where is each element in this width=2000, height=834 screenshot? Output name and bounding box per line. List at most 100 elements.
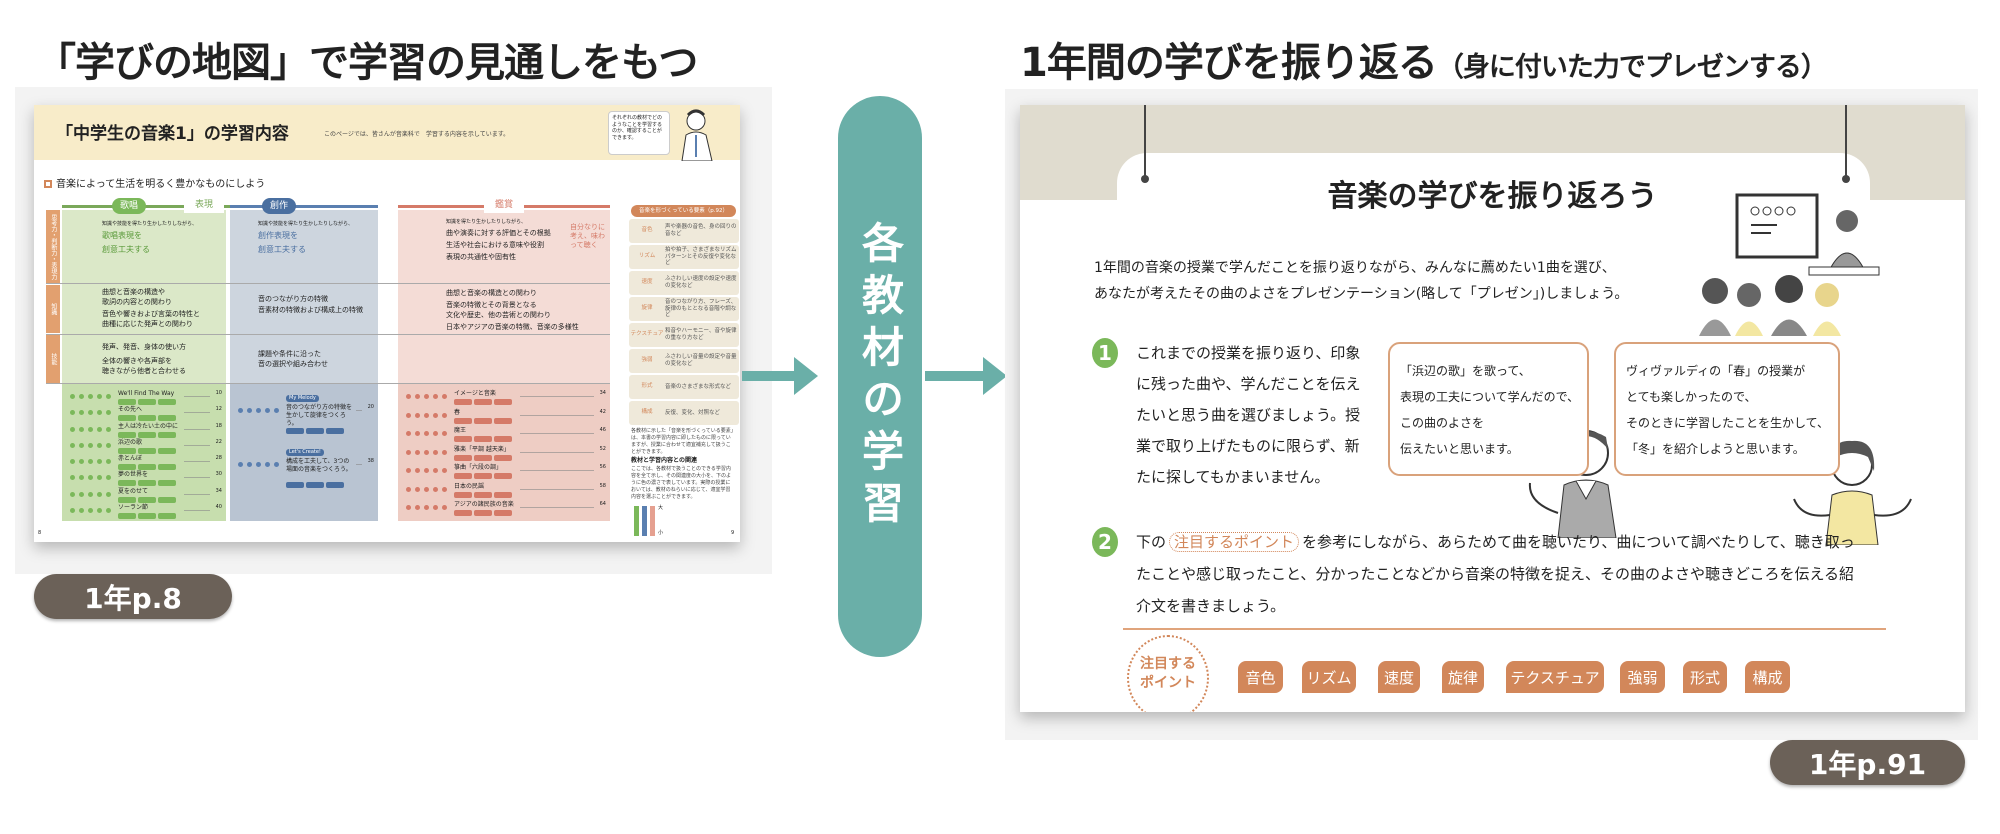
side-note2: ここでは、各教材で扱うことのできる学習内容を全て示し、その関連度の大小を、下のよ… bbox=[631, 466, 732, 500]
material-page: 20 bbox=[367, 404, 374, 410]
relevance-dot bbox=[433, 486, 438, 492]
page-heading: 音楽の学びを振り返ろう bbox=[1327, 179, 1658, 214]
element-tags bbox=[118, 480, 178, 489]
thumb-title: 「中学生の音楽1」の学習内容 bbox=[56, 124, 289, 144]
kasho-text: 知識や技能を得たり生かしたりしながら、 bbox=[102, 221, 198, 227]
leader-line bbox=[520, 396, 594, 397]
material-item: Let's Create!構成を工夫して、3つの場面の音楽をつくろう。38 bbox=[230, 449, 378, 488]
relevance-dot bbox=[97, 475, 102, 481]
relevance-dot bbox=[97, 410, 102, 416]
relevance-dot bbox=[79, 459, 84, 464]
header-kasho: 歌唱 bbox=[112, 198, 146, 214]
relevance-dot bbox=[424, 449, 429, 455]
relevance-dot bbox=[97, 491, 102, 497]
kansho-text: 知識を得たり生かしたりしながら、 bbox=[446, 219, 527, 225]
legend-blue bbox=[642, 506, 647, 536]
material-tag: Let's Create! bbox=[286, 449, 324, 456]
relevance-dot bbox=[79, 410, 84, 416]
right-heading-sub: （身に付いた力でプレゼンする） bbox=[1436, 52, 1828, 83]
sosaku-text: 課題や条件に沿った bbox=[258, 350, 321, 358]
element-tag bbox=[118, 496, 136, 503]
leader-line bbox=[184, 396, 210, 397]
element-tag bbox=[494, 510, 512, 517]
leader-line bbox=[356, 410, 362, 411]
hanging-pin-icon bbox=[1141, 175, 1149, 183]
material-item: 雅楽「平調 越天楽」52 bbox=[398, 446, 610, 466]
element-tag bbox=[494, 473, 512, 480]
element-row: テクスチュア和音やハーモニー、音や旋律の重なり方など bbox=[629, 323, 739, 347]
band-divider bbox=[46, 383, 610, 384]
relevance-dot bbox=[106, 410, 111, 416]
relevance-dot bbox=[424, 468, 429, 474]
element-tag bbox=[474, 436, 492, 443]
relevance-dot bbox=[256, 462, 261, 467]
relevance-dot bbox=[97, 459, 102, 464]
relevance-dot bbox=[256, 408, 261, 413]
leader-line bbox=[184, 428, 210, 430]
focus-point-tag: 注目するポイント bbox=[1169, 532, 1300, 552]
chip-structure: 構成 bbox=[1745, 661, 1790, 693]
focus-points-label: 注目する ポイント bbox=[1127, 635, 1209, 712]
relevance-dot bbox=[97, 426, 102, 432]
relevance-dot bbox=[106, 507, 111, 513]
intro-line: あなたが考えたその曲のよさをプレゼンテーション(略して「プレゼン」)しましょう。 bbox=[1094, 286, 1629, 302]
element-row: 形式音楽のさまざまな形式など bbox=[629, 375, 739, 399]
element-tag bbox=[138, 496, 156, 503]
sosaku-text: 音の選択や組み合わせ bbox=[258, 360, 328, 368]
element-tag bbox=[494, 491, 512, 498]
relevance-dot bbox=[70, 459, 75, 464]
relevance-dot bbox=[97, 442, 102, 448]
relevance-dot bbox=[274, 408, 279, 413]
element-desc: 音楽のさまざまな形式など bbox=[665, 383, 732, 390]
relevance-dot bbox=[424, 394, 429, 399]
element-tag bbox=[138, 415, 156, 422]
relevance-dot bbox=[424, 412, 429, 418]
step2-line: たことや感じ取ったこと、分かったことなどから音楽の特徴を捉え、その曲のよさや聴き… bbox=[1136, 565, 1855, 583]
material-page: 42 bbox=[599, 408, 606, 415]
element-tags bbox=[118, 512, 178, 522]
relevance-dot bbox=[106, 459, 111, 464]
element-tag bbox=[494, 399, 512, 405]
element-name: 旋律 bbox=[641, 305, 653, 312]
element-tags bbox=[118, 431, 178, 441]
material-name: 音のつながり方の特徴を生かして旋律をつくろう。 bbox=[286, 404, 353, 427]
relevance-dot bbox=[424, 431, 429, 437]
step2-text: を参考にしながら、あらためて曲を聴いたり、曲について調べたりして、聴き取っ bbox=[1302, 533, 1855, 551]
relevance-dot bbox=[442, 449, 447, 455]
center-pill: 各教材の学習 bbox=[838, 96, 922, 657]
arrow-right-icon bbox=[742, 357, 818, 395]
relevance-dot bbox=[88, 426, 93, 432]
element-tag bbox=[138, 480, 156, 487]
relevance-dot bbox=[88, 410, 93, 416]
side-note: 各教材に示した「音楽を形づくっている要素」は、本書の学習内容に即したものに限って… bbox=[631, 428, 734, 455]
leader-line bbox=[184, 444, 210, 446]
chip-timbre: 音色 bbox=[1238, 661, 1283, 693]
element-tag bbox=[494, 417, 512, 424]
relevance-dot bbox=[406, 412, 411, 418]
element-row: 強弱ふさわしい音量の設定や音量の変化など bbox=[629, 349, 739, 373]
kansho-text: 音楽の特徴とその背景となる bbox=[446, 301, 537, 309]
element-tags bbox=[286, 428, 346, 437]
element-tag bbox=[474, 417, 492, 424]
material-name: イメージと音楽 bbox=[454, 390, 496, 397]
left-page-thumbnail: 「中学生の音楽1」の学習内容 このページでは、皆さんが音楽科で 学習する内容を示… bbox=[34, 105, 740, 542]
material-page: 12 bbox=[215, 406, 222, 413]
leader-line bbox=[184, 477, 210, 479]
legend-red bbox=[650, 506, 655, 536]
element-tag bbox=[118, 399, 136, 405]
element-tag bbox=[454, 454, 472, 461]
element-row: 音色声や楽器の音色、身の回りの音など bbox=[629, 219, 739, 243]
legend-small: 小 bbox=[658, 530, 664, 536]
relevance-dot bbox=[97, 394, 102, 399]
element-tags bbox=[118, 447, 178, 457]
kansho-text: 曲想と音楽の構造との関わり bbox=[446, 289, 537, 297]
step-2-number: 2 bbox=[1092, 527, 1118, 557]
kasho-goal: 歌唱表現を bbox=[102, 231, 142, 240]
